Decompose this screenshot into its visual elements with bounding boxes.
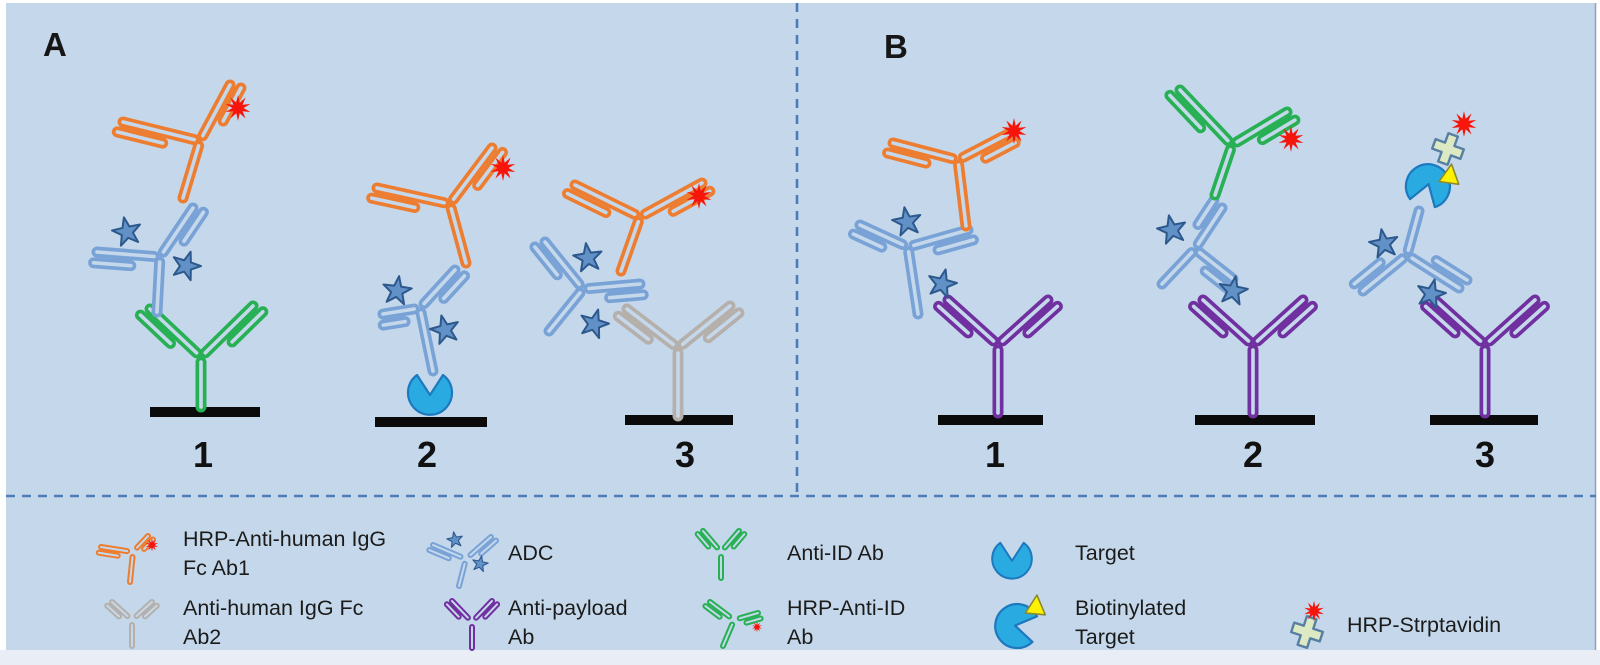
legend-label: Fc Ab1 [183, 556, 250, 580]
surface-bar [150, 407, 260, 417]
hrp-anti-human-igg-antibody [882, 128, 1021, 232]
assembly-a1: 1 [88, 79, 269, 475]
legend-label: ADC [508, 541, 553, 565]
surface-bar [938, 415, 1043, 425]
adc-antibody [377, 264, 470, 377]
legend-label: Biotinylated [1075, 596, 1186, 620]
hrp-anti-id-antibody [1164, 84, 1301, 201]
anti-human-igg-ab2-icon [104, 599, 160, 649]
assembly-b2: 2 [1153, 84, 1318, 475]
assembly-b3: 3 [1348, 111, 1550, 475]
adc-antibody [1156, 194, 1239, 295]
assembly-number: 1 [985, 434, 1005, 475]
panel-b: B 1 2 [848, 28, 1550, 475]
legend-label: Anti-ID Ab [787, 541, 884, 565]
legend-label: Target [1075, 625, 1135, 649]
hrp-anti-id-ab-icon [702, 599, 764, 649]
adc-antibody-unbound [529, 236, 649, 337]
surface-bar [1195, 415, 1315, 425]
assembly-b1: 1 [848, 118, 1063, 475]
assembly-a2: 2 [366, 142, 516, 475]
adc-antibody [848, 219, 979, 320]
legend-label: HRP-Anti-human IgG [183, 527, 386, 551]
anti-human-igg-fc-ab2-antibody [612, 300, 745, 422]
assembly-number: 1 [193, 434, 213, 475]
anti-payload-antibody [1188, 294, 1318, 419]
anti-payload-antibody [1420, 294, 1550, 419]
anti-id-ab-icon [694, 528, 748, 581]
panel-a: A 1 2 [43, 26, 745, 475]
figure-background [6, 3, 1596, 650]
assembly-number: 3 [675, 434, 695, 475]
panel-a-label: A [43, 26, 67, 63]
hrp-anti-human-igg-antibody [562, 177, 716, 277]
hrp-anti-human-igg-antibody [111, 79, 247, 204]
hrp-anti-human-igg-antibody [366, 142, 508, 269]
panel-b-label: B [884, 28, 908, 65]
anti-payload-ab-icon [443, 598, 501, 651]
legend-label: Ab2 [183, 625, 221, 649]
hrp-anti-human-igg-ab1-icon [95, 533, 156, 585]
adc-antibody-inverted [1348, 205, 1473, 297]
surface-bar [1430, 415, 1538, 425]
assembly-number: 3 [1475, 434, 1495, 475]
anti-payload-antibody [933, 294, 1063, 419]
adc-icon [426, 534, 499, 589]
legend-label: Ab [508, 625, 534, 649]
legend-label: Anti-human IgG Fc [183, 596, 364, 620]
legend-label: HRP-Anti-ID [787, 596, 905, 620]
legend-label: Ab [787, 625, 813, 649]
assembly-a3: 3 [529, 177, 745, 475]
assembly-number: 2 [1243, 434, 1263, 475]
surface-bar [375, 417, 487, 427]
legend-label: Target [1075, 541, 1135, 565]
legend-label: HRP-Strptavidin [1347, 613, 1501, 637]
legend: HRP-Anti-human IgG Fc Ab1 Anti-human IgG… [95, 527, 1501, 653]
bottom-strip [0, 650, 1600, 665]
legend-label: Anti-payload [508, 596, 628, 620]
anti-id-antibody [134, 300, 269, 413]
adc-antibody [88, 202, 209, 318]
assembly-number: 2 [417, 434, 437, 475]
